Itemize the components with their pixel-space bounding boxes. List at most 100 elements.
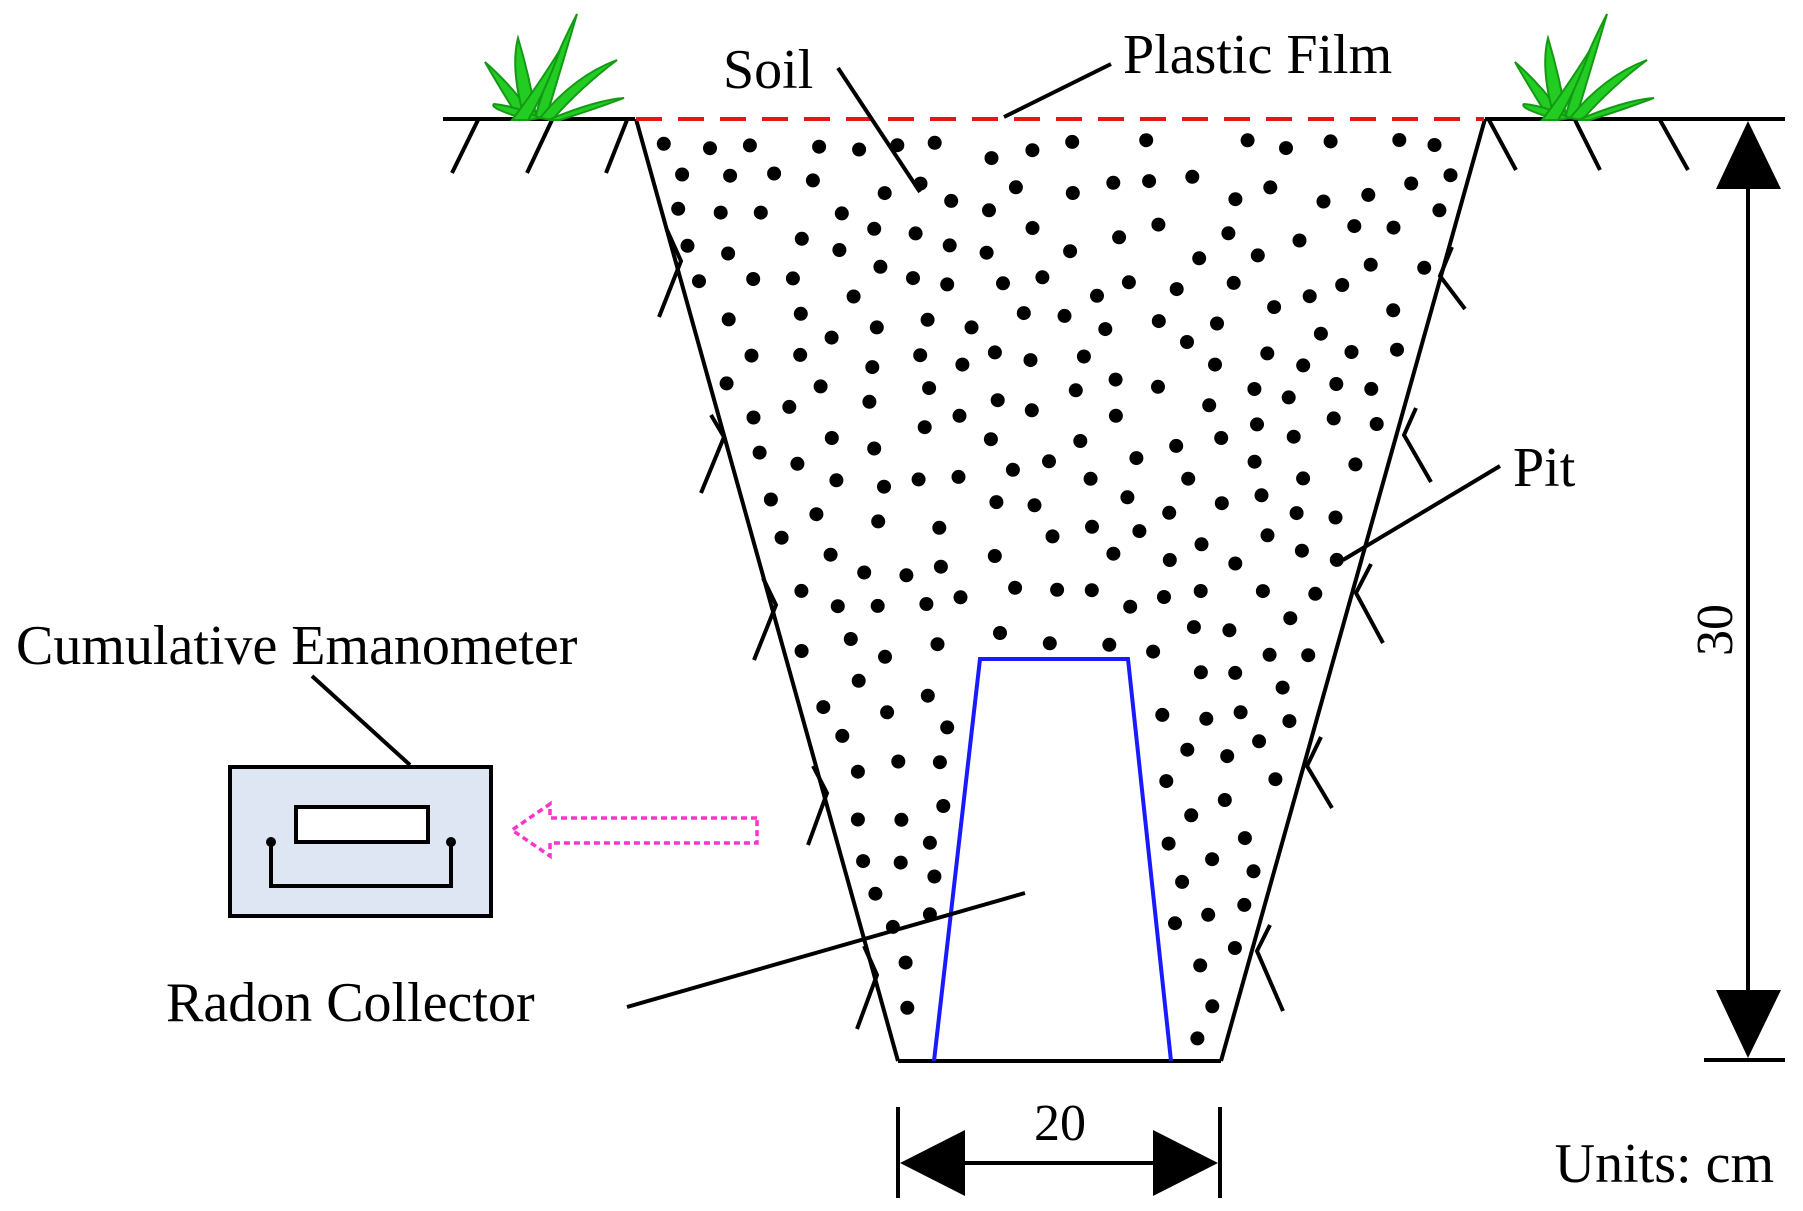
soil-particle xyxy=(1281,390,1296,405)
soil-particle xyxy=(746,410,761,425)
soil-particle xyxy=(987,345,1002,360)
soil-particle xyxy=(1193,665,1208,680)
soil-particle xyxy=(873,259,888,274)
soil-particle xyxy=(984,151,999,166)
soil-particle xyxy=(1121,275,1136,290)
soil-particle xyxy=(1329,552,1344,567)
soil-particle xyxy=(834,206,849,221)
soil-particle xyxy=(1084,583,1099,598)
soil-particle xyxy=(763,492,778,507)
soil-particle xyxy=(869,320,884,335)
soil-particle xyxy=(843,632,858,646)
soil-particle xyxy=(1181,471,1196,486)
soil-particle xyxy=(767,166,782,181)
soil-particle xyxy=(893,855,908,870)
soil-particle xyxy=(990,393,1005,408)
soil-particle xyxy=(1301,648,1316,663)
soil-particle xyxy=(1226,275,1241,290)
soil-particle xyxy=(862,394,877,409)
soil-particle xyxy=(675,167,690,182)
soil-particle xyxy=(1221,226,1236,241)
soil-particle xyxy=(1329,377,1344,391)
soil-particle xyxy=(782,399,797,414)
soil-particle xyxy=(1392,133,1407,147)
soil-particle xyxy=(1214,496,1229,511)
soil-particle xyxy=(1205,999,1220,1014)
soil-particle xyxy=(1193,584,1208,598)
soil-particle xyxy=(942,238,957,253)
soil-particle xyxy=(1246,864,1261,879)
soil-particle xyxy=(742,138,757,153)
soil-particle xyxy=(1045,529,1060,544)
soil-particle xyxy=(987,549,1002,563)
ground-hatching xyxy=(450,119,1690,174)
soil-particle xyxy=(744,348,759,363)
soil-particle xyxy=(1263,180,1278,195)
width-dimension xyxy=(896,1107,1222,1198)
soil-particle xyxy=(920,312,935,327)
soil-particle xyxy=(793,306,808,321)
soil-particle xyxy=(1313,326,1328,341)
soil-particle xyxy=(1042,636,1057,651)
soil-particle xyxy=(785,271,800,286)
soil-particle xyxy=(1073,434,1088,448)
soil-particle xyxy=(1260,528,1275,543)
soil-particle xyxy=(824,431,839,445)
soil-particle xyxy=(1427,138,1442,152)
grass-icon xyxy=(1514,13,1655,122)
soil-particle xyxy=(944,193,959,208)
soil-particle xyxy=(1432,203,1447,218)
soil-particle xyxy=(830,599,845,614)
soil-particle xyxy=(1023,353,1038,368)
soil-particle xyxy=(1132,524,1147,539)
soil-particle xyxy=(1139,133,1154,148)
soil-particle xyxy=(794,583,809,598)
soil-particle xyxy=(1050,582,1065,597)
soil-particle xyxy=(940,720,955,735)
soil-particle xyxy=(932,755,947,770)
soil-particle xyxy=(752,445,767,460)
soil-particle xyxy=(1162,553,1177,567)
soil-particle xyxy=(692,274,706,289)
soil-particle xyxy=(955,357,970,372)
soil-particle xyxy=(1222,623,1237,638)
soil-particle xyxy=(1085,519,1099,534)
soil-particle xyxy=(1302,289,1317,304)
soil-particle xyxy=(719,376,734,391)
soil-particle xyxy=(816,700,831,715)
soil-particle xyxy=(1202,398,1217,413)
soil-particle xyxy=(1294,543,1309,558)
soil-particle xyxy=(1123,599,1138,614)
soil-particle xyxy=(1326,411,1341,426)
soil-particle xyxy=(1240,133,1255,148)
soil-particle xyxy=(721,312,736,327)
soil-particle xyxy=(1068,383,1083,398)
soil-particle xyxy=(932,520,947,535)
soil-particle xyxy=(906,271,920,286)
soil-particle xyxy=(1063,244,1078,259)
soil-particle xyxy=(1228,192,1243,207)
soil-particle xyxy=(1186,620,1201,635)
soil-particle xyxy=(908,226,923,241)
soil-particle xyxy=(1169,438,1184,453)
soil-particle xyxy=(1168,916,1182,931)
soil-particle xyxy=(1024,403,1039,418)
soil-particle xyxy=(953,590,968,605)
leader-lines xyxy=(310,62,1502,1009)
soil-particle xyxy=(1227,941,1242,955)
soil-particle xyxy=(1083,471,1098,486)
plastic-film-leader-line xyxy=(1003,62,1112,119)
soil-particle xyxy=(989,495,1004,510)
soil-particle xyxy=(877,479,891,494)
soil-particle xyxy=(1108,372,1123,387)
soil-particle xyxy=(1169,282,1184,297)
soil-particle xyxy=(952,408,967,423)
soil-particle xyxy=(851,673,866,688)
soil-particle xyxy=(1159,774,1174,789)
soil-particle xyxy=(911,472,926,487)
soil-particle xyxy=(846,289,861,304)
soil-particle xyxy=(1308,586,1323,601)
soil-particle xyxy=(1275,680,1290,695)
soil-particle xyxy=(922,381,937,396)
